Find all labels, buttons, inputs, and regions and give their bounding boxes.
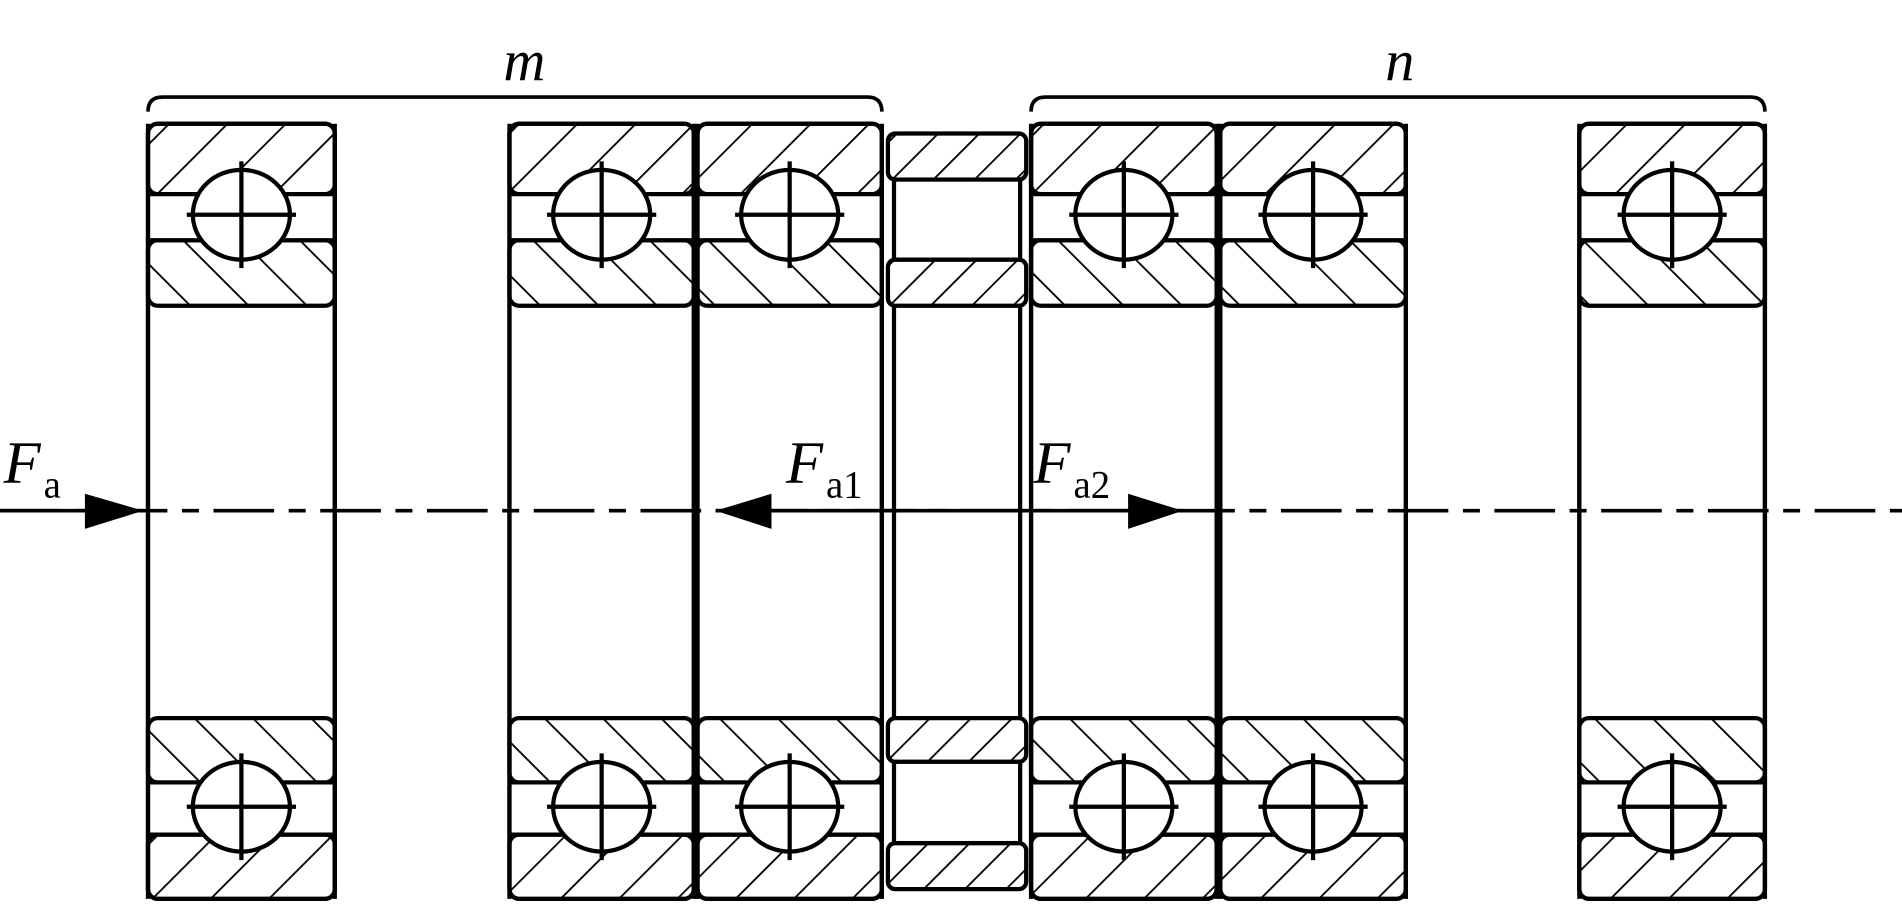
label-fa-subscript: a [44,463,61,506]
force-fa-arrow [84,493,144,529]
label-n: n [1385,28,1414,93]
label-fa-symbol: F [3,430,42,497]
brace-m [146,95,884,112]
spacer-inner-bottom [885,716,1029,764]
label-fa2-subscript: a2 [1074,463,1111,506]
spacer-outer-top [885,131,1029,182]
bearings-group [145,121,1768,902]
label-fa1-symbol: F [785,430,824,497]
spacer-inner-top [885,257,1029,308]
label-fa1-subscript: a1 [826,463,863,506]
spacer-window-bottom [891,759,1023,846]
force-fa2-arrow [1128,493,1183,529]
label-m: m [503,28,545,93]
spacer-outer-bottom [885,840,1029,892]
label-fa2-symbol: F [1032,430,1071,497]
force-fa1-arrow [715,493,772,529]
brace-n [1029,95,1767,112]
spacer-window-top [891,177,1023,262]
